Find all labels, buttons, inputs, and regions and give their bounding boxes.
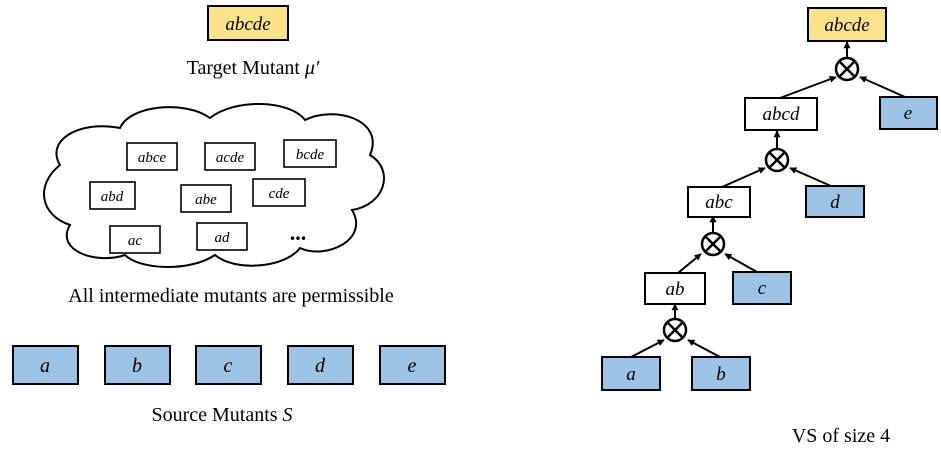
tree-intermediate-label: ab (666, 279, 685, 300)
merge-operator-icon (662, 317, 688, 343)
mutant-label: bcde (296, 147, 325, 163)
merge-operators (662, 56, 860, 343)
edge-arrow (859, 76, 906, 98)
tree-intermediate-box (744, 97, 818, 131)
tree-caption: VS of size 4 (792, 425, 890, 447)
mutant-label: abe (195, 192, 217, 208)
edge-arrow (789, 167, 832, 187)
mutant-box (109, 225, 161, 254)
edge-arrow (677, 253, 702, 274)
mutant-label: abd (101, 189, 124, 205)
mutant-box (283, 139, 337, 168)
mutant-box (204, 142, 256, 171)
tree-root-label: abcde (824, 15, 869, 36)
source-mutant-box (195, 345, 262, 385)
source-mutant-label: c (224, 355, 233, 377)
tree-intermediate-label: abcd (763, 104, 800, 125)
edge-arrow (687, 339, 721, 358)
mutant-label: ac (128, 233, 143, 249)
mutant-box (196, 222, 248, 251)
mutant-box (180, 184, 232, 213)
mutant-label: abce (138, 150, 167, 166)
edge-arrow (724, 253, 758, 273)
tree-leaf-box (879, 96, 938, 130)
mutant-label: acde (216, 150, 245, 166)
tree-leaf-box (805, 185, 865, 218)
merge-operator-icon (700, 231, 726, 257)
source-mutant-label: e (408, 355, 417, 377)
tree-leaf-box (732, 271, 792, 305)
tree-edges (630, 41, 906, 358)
source-mutants: a b c d e (12, 345, 446, 385)
edge-arrow (721, 167, 766, 188)
source-mutant-box (379, 345, 446, 385)
tree-leaf-box (601, 356, 661, 391)
mutant-label: cde (269, 186, 290, 202)
tree-intermediate-label: abc (705, 192, 733, 213)
source-mutant-label: d (315, 355, 326, 377)
source-mutant-box (12, 345, 79, 385)
tree-leaf-box (691, 356, 751, 391)
mutant-box (252, 178, 306, 207)
target-mutant: abcde (207, 5, 289, 41)
target-mutant-box (207, 5, 289, 41)
merge-operator-icon (834, 56, 860, 82)
tree-leaf-label: a (626, 364, 636, 385)
mutant-box (126, 142, 178, 171)
cloud-ellipsis: ... (290, 220, 307, 245)
edge-arrow (779, 75, 837, 99)
source-mutant-box (287, 345, 354, 385)
tree-leaf-label: d (830, 192, 840, 213)
tree-leaf-label: b (716, 364, 726, 385)
tree-leaf-label: c (758, 278, 767, 299)
tree-intermediate-box (687, 186, 751, 218)
tree-intermediate-box (644, 272, 706, 305)
tree-leaf-label: e (904, 103, 912, 124)
merge-operator-icon (764, 147, 790, 173)
vs-tree: abcde abcd e abc d ab c a b (601, 7, 938, 391)
cloud-caption: All intermediate mutants are permissible (68, 285, 394, 307)
cloud-mutants: abce acde bcde abd abe cde ac ad ... (89, 139, 337, 254)
target-mutant-label: abcde (225, 14, 270, 35)
mutant-label: ad (215, 230, 231, 246)
source-mutant-box (104, 345, 171, 385)
edge-arrow (630, 339, 665, 358)
mutant-box (89, 181, 136, 210)
source-mutant-label: a (40, 355, 50, 377)
source-mutant-label: b (132, 355, 142, 377)
source-mutants-caption: Source Mutants S (151, 404, 292, 426)
tree-root-box (807, 7, 887, 42)
target-mutant-caption: Target Mutant μ′ (187, 57, 320, 79)
